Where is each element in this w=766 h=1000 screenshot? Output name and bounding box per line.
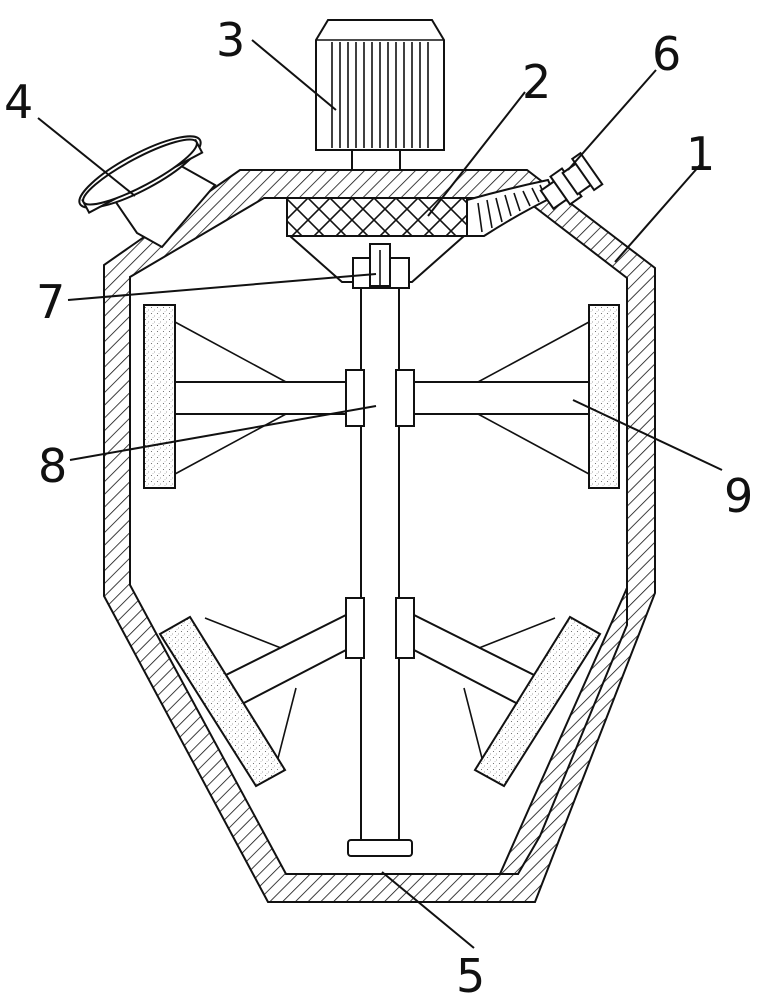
upper-braces-right bbox=[477, 321, 590, 475]
upper-arm-right bbox=[413, 381, 590, 415]
shaft bbox=[360, 281, 400, 843]
shaft-foot bbox=[347, 839, 413, 857]
lower-blade-right bbox=[473, 615, 602, 788]
lower-blade-left bbox=[158, 615, 287, 788]
upper-blade-right bbox=[588, 304, 620, 489]
label-2: 2 bbox=[522, 55, 551, 109]
lower-arm-left bbox=[224, 613, 347, 707]
lower-braces-left bbox=[204, 617, 297, 771]
upper-hub-right bbox=[395, 369, 415, 427]
label-5: 5 bbox=[456, 949, 485, 1000]
lower-hub-right bbox=[395, 597, 415, 659]
upper-arm-left bbox=[174, 381, 347, 415]
leader-7 bbox=[67, 273, 377, 301]
hose-ribs bbox=[477, 184, 547, 233]
leader-1 bbox=[614, 164, 701, 263]
upper-braces-left bbox=[174, 321, 287, 475]
coupling bbox=[352, 243, 410, 289]
label-3: 3 bbox=[216, 13, 245, 67]
label-8: 8 bbox=[38, 439, 67, 493]
leader-9 bbox=[572, 399, 723, 471]
label-4: 4 bbox=[4, 75, 33, 129]
lower-arm-right bbox=[413, 613, 536, 707]
label-7: 7 bbox=[36, 275, 65, 329]
label-6: 6 bbox=[652, 27, 681, 81]
label-9: 9 bbox=[724, 469, 753, 523]
leader-6 bbox=[567, 69, 657, 171]
feed-port bbox=[78, 135, 217, 249]
lower-hub-left bbox=[345, 597, 365, 659]
lower-braces-right bbox=[463, 617, 556, 771]
upper-hub-left bbox=[345, 369, 365, 427]
inner-liner bbox=[498, 587, 628, 875]
drive-plate bbox=[286, 197, 468, 237]
leader-2 bbox=[427, 91, 526, 217]
upper-blade-left bbox=[143, 304, 176, 489]
leader-3 bbox=[251, 39, 337, 111]
motor bbox=[315, 19, 445, 171]
label-1: 1 bbox=[686, 127, 715, 181]
leader-4 bbox=[37, 117, 136, 197]
leader-5 bbox=[381, 871, 475, 949]
leader-8 bbox=[69, 405, 377, 461]
